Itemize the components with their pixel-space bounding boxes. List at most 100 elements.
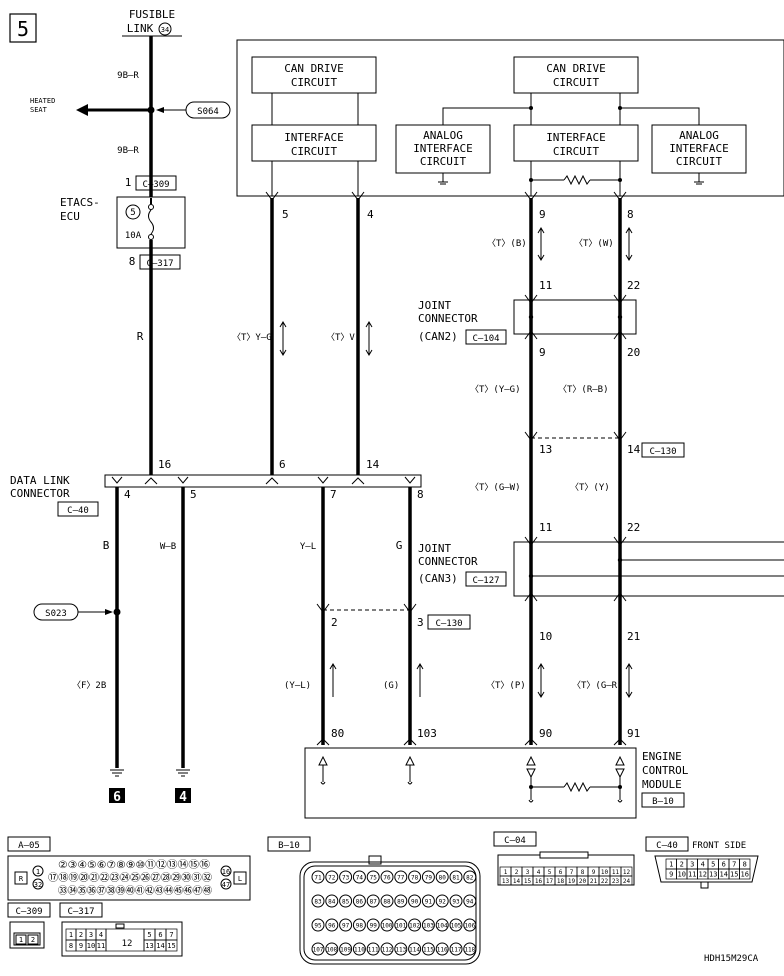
s064-arrow xyxy=(156,107,164,113)
a05-tag: A–05 xyxy=(18,841,40,851)
c317-face-tag: C–317 xyxy=(67,907,94,917)
b10-pin-circle xyxy=(449,870,463,884)
wire-9br-top-label: 9B–R xyxy=(117,71,139,81)
b10-pin-81: 81 xyxy=(452,875,460,882)
c04-pin-cell xyxy=(620,875,633,886)
c309-face-pin-2: 2 xyxy=(31,936,35,944)
can-drive-1-label-2: CIRCUIT xyxy=(291,76,338,89)
wire-t-rb-label: 〈T〉(R–B) xyxy=(558,384,609,395)
b10-pin-89: 89 xyxy=(397,899,405,906)
b10-pin-circle xyxy=(325,894,339,908)
c04-pin-11: 11 xyxy=(612,869,620,876)
b10-pin-118: 118 xyxy=(464,947,475,954)
bidirectional-arrow-icon xyxy=(625,227,633,261)
b10-pin-circle xyxy=(352,870,366,884)
connector-mark xyxy=(613,330,627,340)
wire-g2-label: (G) xyxy=(383,681,399,691)
b10-pin-114: 114 xyxy=(409,947,420,954)
pin-4: 4 xyxy=(367,208,374,221)
b10-pin-86: 86 xyxy=(356,899,364,906)
wire-yl-label: Y–L xyxy=(300,542,316,552)
c317-face-tag-box xyxy=(59,902,103,918)
ecm-label-2: CONTROL xyxy=(642,764,689,777)
b10-pin-71: 71 xyxy=(314,875,322,882)
c04-pin-7: 7 xyxy=(570,869,574,876)
wire-r-label: R xyxy=(137,330,144,343)
wire-tw-label: 〈T〉(W) xyxy=(574,238,614,249)
dlc-pin-16: 16 xyxy=(158,458,171,471)
b10-pin-104: 104 xyxy=(437,923,448,930)
b10-pin-circle xyxy=(352,942,366,956)
analog-1-label: ANALOG xyxy=(423,129,463,142)
b10-pin-circle xyxy=(380,870,394,884)
b10-tag: B–10 xyxy=(652,797,674,807)
c04-pin-1: 1 xyxy=(504,869,508,876)
analog-2-label: ANALOG xyxy=(679,129,719,142)
b10-pin-circle xyxy=(311,870,325,884)
c309-face-tag: C–309 xyxy=(15,907,42,917)
c04-pin-4: 4 xyxy=(537,869,541,876)
connector-mark xyxy=(613,294,627,304)
c130-pin-3: 3 xyxy=(417,616,424,629)
b10-pin-circle xyxy=(325,942,339,956)
b10-pin-circle xyxy=(408,870,422,884)
can3-pin-10: 10 xyxy=(539,630,552,643)
b10-pin-116: 116 xyxy=(437,947,448,954)
c04-pin-6: 6 xyxy=(559,869,563,876)
wire-wb-label: W–B xyxy=(160,542,176,552)
splice-s064: S064 xyxy=(197,107,219,117)
b10-pin-103: 103 xyxy=(423,923,434,930)
b10-pin-circle xyxy=(394,870,408,884)
fusible-link-label: FUSIBLE xyxy=(129,8,175,21)
can2-label-3: (CAN2) xyxy=(418,330,458,343)
a05-l-mark: L xyxy=(238,875,242,883)
c04-pin-14: 14 xyxy=(513,878,521,885)
b10-pin-circle xyxy=(311,942,325,956)
b10-pin-circle xyxy=(421,918,435,932)
c130-pin-14: 14 xyxy=(627,443,641,456)
wire-t-gr-label: 〈T〉(G–R) xyxy=(572,680,623,691)
b10-pin-90: 90 xyxy=(411,899,419,906)
b10-pin-108: 108 xyxy=(326,947,337,954)
c04-pin-15: 15 xyxy=(524,878,532,885)
c40-pin-3: 3 xyxy=(690,861,694,869)
ecm-internal xyxy=(318,755,625,803)
b10-pin-87: 87 xyxy=(370,899,378,906)
c40-pin-8: 8 xyxy=(743,861,747,869)
c309-tag-box xyxy=(135,175,177,191)
b10-pin-circle xyxy=(435,942,449,956)
page-number: 5 xyxy=(17,17,29,41)
c40-pin-13: 13 xyxy=(709,871,717,879)
c317-pin-15: 15 xyxy=(167,942,175,950)
b10-pin-84: 84 xyxy=(328,899,336,906)
b10-pin-circle xyxy=(325,918,339,932)
heated-seat-label: HEATED xyxy=(30,97,55,105)
pin-5: 5 xyxy=(282,208,289,221)
b10-pin-76: 76 xyxy=(383,875,391,882)
c317-pin-cell xyxy=(165,939,178,952)
c04-pin-20: 20 xyxy=(579,878,587,885)
a05-row-2: ⑰⑱⑲⑳㉑㉒㉓㉔㉕㉖㉗㉘㉙㉚㉛㉜ xyxy=(48,872,212,884)
c317-tag-box xyxy=(139,254,181,270)
c40-pin-14: 14 xyxy=(720,871,728,879)
c04-pin-19: 19 xyxy=(568,878,576,885)
data-link-connector xyxy=(104,474,422,488)
can3-label-3: (CAN3) xyxy=(418,572,458,585)
b10-pin-100: 100 xyxy=(382,923,393,930)
wire-t-yg-label: 〈T〉(Y–G) xyxy=(470,384,521,395)
b10-pin-85: 85 xyxy=(342,899,350,906)
interface-1-label: INTERFACE xyxy=(284,131,344,144)
heated-seat-label-2: SEAT xyxy=(30,106,48,114)
ecm-pin-91: 91 xyxy=(627,727,640,740)
c04-tag-box xyxy=(493,831,537,847)
junction-dot xyxy=(529,106,533,110)
b10-pin-circle xyxy=(380,894,394,908)
b10-pin-circle xyxy=(408,918,422,932)
b10-pin-106: 106 xyxy=(464,923,475,930)
junction-dot xyxy=(618,785,622,789)
b10-pin-circle xyxy=(394,918,408,932)
can2-label-2: CONNECTOR xyxy=(418,312,478,325)
c40-pin-9: 9 xyxy=(669,871,673,879)
b10-pin-98: 98 xyxy=(356,923,364,930)
